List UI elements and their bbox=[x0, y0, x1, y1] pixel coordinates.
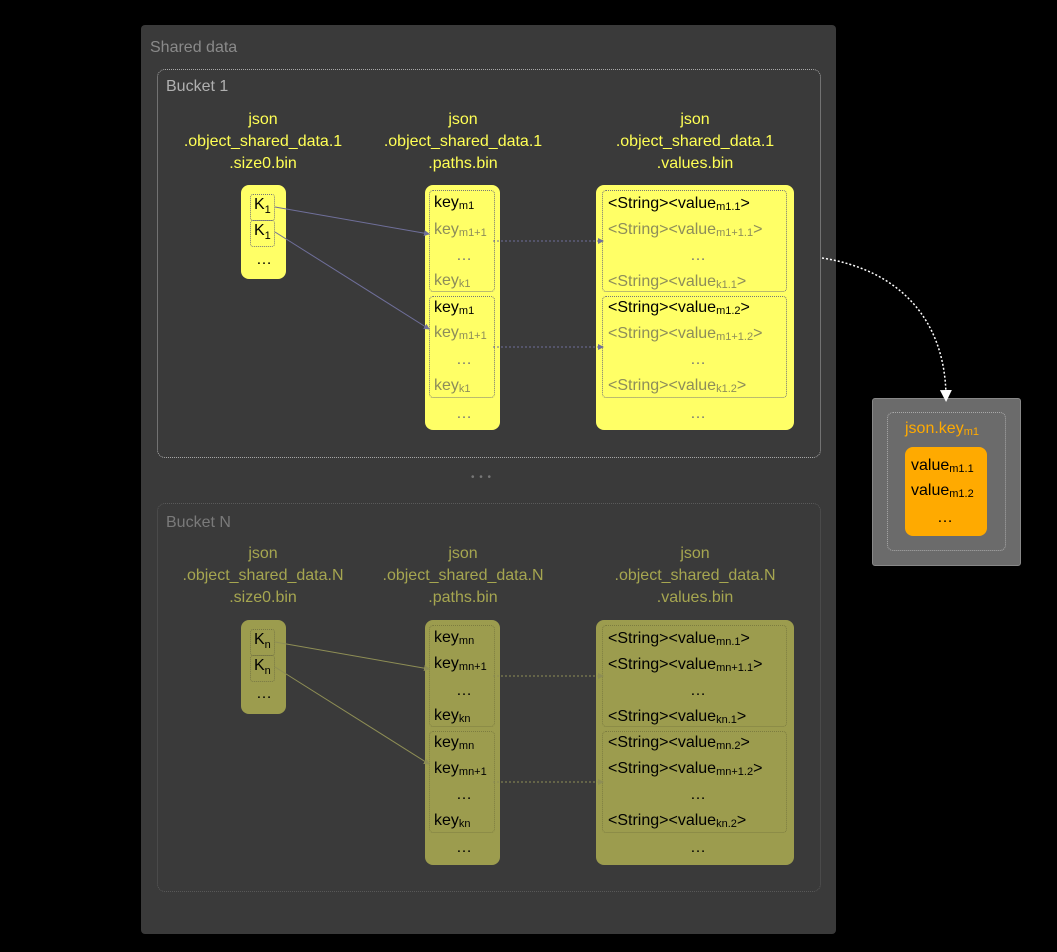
values-column-1 bbox=[596, 185, 794, 430]
size-entry-1: K1 bbox=[250, 194, 275, 222]
k-sub: n bbox=[264, 639, 271, 652]
value-mnp1-2: <String><valuemn+1.2> bbox=[608, 760, 763, 778]
path-key-m1: keym1 bbox=[434, 194, 475, 212]
path-ellipsis: … bbox=[456, 247, 472, 264]
path-ellipsis-3: … bbox=[456, 405, 472, 422]
arrow-values-to-result bbox=[821, 257, 952, 402]
result-value-1: valuem1.1 bbox=[911, 457, 974, 475]
path-ellipsis-n-2: … bbox=[456, 786, 472, 803]
values-file-title-n: json .object_shared_data.N .values.bin bbox=[614, 545, 776, 606]
paths-column-n bbox=[425, 620, 500, 865]
path-key-mn-2: keymn bbox=[434, 734, 475, 752]
path-key-k1-2: keyk1 bbox=[434, 377, 471, 395]
k-sub: n bbox=[264, 665, 271, 678]
path-key-k1: keyk1 bbox=[434, 272, 471, 290]
paths-file-title-n: json .object_shared_data.N .paths.bin bbox=[382, 545, 544, 606]
values-file-title-1: json .object_shared_data.1 .values.bin bbox=[615, 111, 775, 172]
k-text: K bbox=[254, 657, 265, 674]
result-value-2: valuem1.2 bbox=[911, 482, 974, 500]
path-ellipsis-n-3: … bbox=[456, 839, 472, 856]
bucket-n-frame bbox=[157, 503, 821, 892]
size-file-title-1: json .object_shared_data.1 .size0.bin bbox=[183, 111, 343, 172]
path-key-m1p1-2: keym1+1 bbox=[434, 324, 487, 342]
k-sub: 1 bbox=[264, 230, 271, 243]
paths-column-1 bbox=[425, 185, 500, 430]
value-ellipsis-3: … bbox=[690, 405, 706, 422]
value-ellipsis-n-3: … bbox=[690, 839, 706, 856]
path-key-mnp1-2: keymn+1 bbox=[434, 760, 487, 778]
value-m1p1-2: <String><valuem1+1.2> bbox=[608, 325, 763, 343]
value-ellipsis-1: … bbox=[690, 247, 706, 264]
value-m1-2: <String><valuem1.2> bbox=[608, 299, 750, 317]
buckets-ellipsis: • • • bbox=[471, 472, 493, 483]
shared-data-label: Shared data bbox=[150, 39, 238, 56]
size-entry-n-1: Kn bbox=[250, 629, 275, 657]
path-key-m1-2: keym1 bbox=[434, 299, 475, 317]
size-ellipsis-n: … bbox=[256, 685, 272, 702]
result-ellipsis: … bbox=[937, 509, 953, 526]
value-mn-1: <String><valuemn.1> bbox=[608, 630, 750, 648]
value-ellipsis-2: … bbox=[690, 351, 706, 368]
path-ellipsis-2: … bbox=[456, 351, 472, 368]
path-key-mn: keymn bbox=[434, 629, 475, 647]
path-key-mnp1: keymn+1 bbox=[434, 655, 487, 673]
value-mn-2: <String><valuemn.2> bbox=[608, 734, 750, 752]
result-frame bbox=[887, 412, 1006, 551]
path-key-kn: keykn bbox=[434, 707, 471, 725]
bucket-1-frame bbox=[157, 69, 821, 458]
values-column-n bbox=[596, 620, 794, 865]
k-text: K bbox=[254, 631, 265, 648]
value-mnp1-1: <String><valuemn+1.1> bbox=[608, 656, 763, 674]
result-values-box bbox=[905, 447, 987, 536]
value-k1-1: <String><valuek1.1> bbox=[608, 273, 747, 291]
value-kn-2: <String><valuekn.2> bbox=[608, 812, 747, 830]
size-entry-2: K1 bbox=[250, 220, 275, 248]
result-title: json.keym1 bbox=[905, 420, 979, 438]
bucket-1-label: Bucket 1 bbox=[166, 78, 229, 95]
k-sub: 1 bbox=[264, 204, 271, 217]
value-k1-2: <String><valuek1.2> bbox=[608, 377, 747, 395]
k-text: K bbox=[254, 196, 265, 213]
size-ellipsis: … bbox=[256, 251, 272, 268]
size-file-title-n: json .object_shared_data.N .size0.bin bbox=[182, 545, 344, 606]
value-ellipsis-n-1: … bbox=[690, 682, 706, 699]
k-text: K bbox=[254, 222, 265, 239]
path-key-m1p1: keym1+1 bbox=[434, 221, 487, 239]
value-ellipsis-n-2: … bbox=[690, 786, 706, 803]
paths-file-title-1: json .object_shared_data.1 .paths.bin bbox=[383, 111, 543, 172]
value-m1-1: <String><valuem1.1> bbox=[608, 195, 750, 213]
value-kn-1: <String><valuekn.1> bbox=[608, 708, 747, 726]
bucket-n-label: Bucket N bbox=[166, 514, 231, 531]
path-key-kn-2: keykn bbox=[434, 812, 471, 830]
path-ellipsis-n: … bbox=[456, 682, 472, 699]
value-m1p1-1: <String><valuem1+1.1> bbox=[608, 221, 763, 239]
size-entry-n-2: Kn bbox=[250, 655, 275, 683]
